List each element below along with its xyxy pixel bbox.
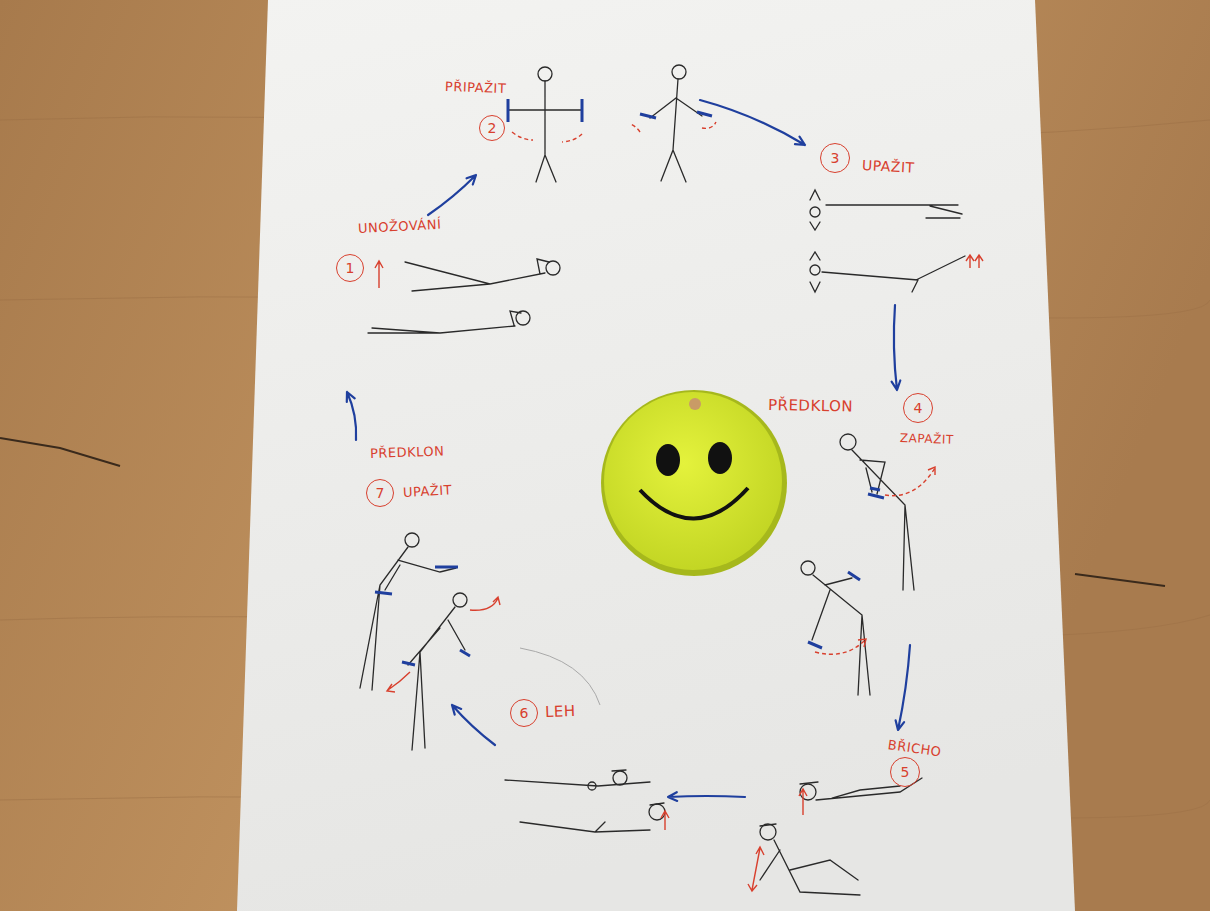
badge-smile [640, 488, 748, 519]
figure-head [840, 434, 856, 450]
step-circle: 1 [336, 254, 364, 282]
stick-figure [812, 450, 914, 695]
motion-arrowhead [858, 467, 935, 647]
figure-head [546, 261, 560, 275]
badge-eye [708, 442, 732, 474]
motion-arrow [375, 261, 383, 288]
exercise-station: 3UPAŽIT [805, 135, 1000, 305]
stick-figure [360, 547, 465, 750]
exercise-label: ZAPAŽIT [900, 432, 954, 446]
motion-arrow [815, 468, 935, 654]
stick-figure [505, 770, 664, 832]
flow-arrow [700, 100, 805, 145]
faint-stroke [520, 648, 600, 705]
exercise-station: 7 PŘEDKLON UPAŽIT [340, 440, 505, 705]
step-circle: 4 [903, 393, 933, 423]
flow-arrow [668, 792, 745, 801]
dumbbell [808, 488, 884, 648]
step-circle: 5 [890, 757, 920, 787]
step-circle: 7 [366, 479, 394, 507]
exercise-station: 1 UNOŽOVÁNÍ [335, 215, 570, 392]
stick-figure [810, 190, 965, 292]
figure-head [538, 67, 552, 81]
smiley-badge [601, 390, 787, 576]
motion-arrow [387, 597, 500, 692]
stick-figure [760, 778, 922, 895]
station-figures [810, 190, 965, 292]
flow-arrow [892, 305, 901, 390]
figure-head [801, 561, 815, 575]
wood-crack [0, 438, 120, 466]
exercise-label: UPAŽIT [862, 158, 915, 175]
exercise-station: 6 LEH [495, 695, 668, 840]
step-number: 4 [914, 401, 923, 415]
step-number: 6 [520, 706, 529, 720]
station-figures [801, 434, 914, 695]
step-circle: 3 [820, 143, 850, 173]
step-circle: 6 [510, 699, 538, 727]
badge-eye [656, 444, 680, 476]
motion-arrow [661, 811, 669, 830]
exercise-station: 4 PŘEDKLON ZAPAŽIT [765, 390, 990, 645]
dumbbell [375, 567, 470, 665]
station-figures [505, 770, 665, 832]
motion-arrow [966, 255, 983, 268]
figure-head [672, 65, 686, 79]
exercise-label: PŘEDKLON [370, 444, 445, 460]
exercise-station: 5 BŘICHO [745, 730, 950, 905]
flow-arrow [452, 705, 495, 745]
figure-head [810, 207, 820, 217]
stick-figure [508, 79, 702, 182]
exercise-label: PŘIPAŽIT [445, 80, 507, 95]
badge-face [604, 392, 782, 570]
dumbbell [508, 99, 712, 122]
step-number: 2 [488, 121, 497, 135]
flow-arrow [428, 175, 476, 215]
wood-crack [1075, 574, 1165, 586]
exercise-label: UNOŽOVÁNÍ [358, 218, 442, 235]
step-number: 3 [831, 151, 840, 165]
figure-head [810, 265, 820, 275]
figure-head [613, 771, 627, 785]
motion-arrow [748, 789, 807, 891]
paper-sheet [237, 0, 1075, 911]
exercise-station: 2 PŘIPAŽIT [440, 70, 700, 175]
station-figures [368, 259, 560, 333]
step-number: 1 [346, 261, 355, 275]
motion-arrow [512, 122, 716, 142]
station-figures [508, 65, 702, 182]
figure-head [405, 533, 419, 547]
stick-figure [368, 259, 549, 333]
exercise-label: BŘICHO [887, 738, 942, 758]
flow-arrow [896, 645, 910, 730]
step-number: 5 [901, 765, 910, 779]
badge-hole [689, 398, 701, 410]
station-figures [760, 778, 922, 895]
figure-head [453, 593, 467, 607]
step-circle: 2 [479, 115, 505, 141]
figure-head [649, 804, 665, 820]
badge-rim [601, 390, 787, 576]
exercise-label: PŘEDKLON [768, 398, 853, 414]
step-number: 7 [376, 486, 385, 500]
flow-arrow [347, 392, 356, 440]
exercise-label: UPAŽIT [403, 483, 453, 499]
figure-head [760, 824, 776, 840]
exercise-label: LEH [545, 704, 576, 720]
